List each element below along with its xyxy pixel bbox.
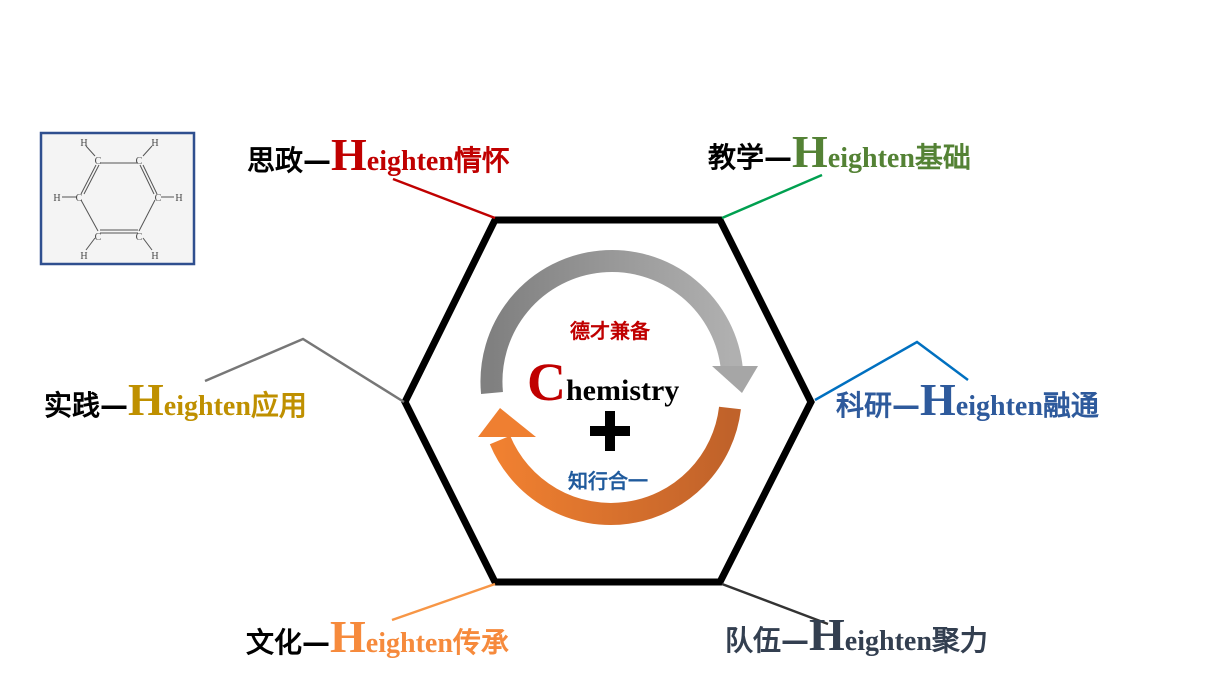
label-keyan: 科研—Heighten融通 xyxy=(836,374,1099,425)
label-h-rest: eighten xyxy=(367,146,455,177)
label-dash: — xyxy=(764,141,792,174)
chemistry-word: Chemistry xyxy=(527,352,679,412)
svg-text:H: H xyxy=(80,138,87,149)
label-h-rest: eighten xyxy=(828,143,916,174)
label-dash: — xyxy=(302,626,330,659)
svg-text:C: C xyxy=(95,232,102,243)
leader-line-shijian xyxy=(204,337,405,404)
label-h-rest: eighten xyxy=(956,391,1044,422)
leader-line-sizheng xyxy=(392,177,496,220)
label-prefix: 教学 xyxy=(708,141,764,174)
svg-text:C: C xyxy=(95,156,102,167)
label-h-rest: eighten xyxy=(845,626,933,657)
leader-line-duiwu xyxy=(721,582,829,626)
label-dash: — xyxy=(781,624,809,657)
cycle-arrow-top-icon xyxy=(480,249,758,395)
label-h-initial: H xyxy=(920,374,956,425)
motto-bottom: 知行合一 xyxy=(568,469,648,493)
label-dash: — xyxy=(100,389,128,422)
label-wenhua: 文化—Heighten传承 xyxy=(246,611,509,662)
svg-text:H: H xyxy=(53,193,60,204)
label-suffix: 传承 xyxy=(452,626,509,659)
label-prefix: 队伍 xyxy=(725,624,781,657)
svg-text:H: H xyxy=(80,251,87,262)
label-h-initial: H xyxy=(809,609,845,660)
label-suffix: 基础 xyxy=(915,141,971,174)
label-suffix: 情怀 xyxy=(454,144,510,177)
label-shijian: 实践—Heighten应用 xyxy=(44,374,307,425)
label-h-rest: eighten xyxy=(366,628,454,659)
plus-icon xyxy=(590,411,630,451)
label-prefix: 科研 xyxy=(836,389,892,422)
label-duiwu: 队伍—Heighten聚力 xyxy=(725,609,988,660)
leader-line-keyan xyxy=(814,340,969,402)
motto-top: 德才兼备 xyxy=(570,319,651,343)
svg-text:C: C xyxy=(155,193,162,204)
label-prefix: 文化 xyxy=(246,626,302,659)
label-dash: — xyxy=(303,144,331,177)
svg-text:C: C xyxy=(136,156,143,167)
svg-text:H: H xyxy=(175,193,182,204)
label-h-rest: eighten xyxy=(164,391,252,422)
label-h-initial: H xyxy=(330,611,366,662)
label-suffix: 聚力 xyxy=(931,624,988,657)
benzene-structure-image: C C C C C C H H H H H H xyxy=(39,131,196,266)
label-h-initial: H xyxy=(792,126,828,177)
label-h-initial: H xyxy=(331,129,367,180)
svg-text:H: H xyxy=(151,138,158,149)
label-prefix: 实践 xyxy=(44,389,100,422)
leader-line-jiaoxue xyxy=(721,173,823,220)
cycle-arrow-bottom-icon xyxy=(478,406,741,525)
svg-text:C: C xyxy=(76,193,83,204)
svg-text:C: C xyxy=(136,232,143,243)
label-prefix: 思政 xyxy=(247,144,303,177)
label-jiaoxue: 教学—Heighten基础 xyxy=(708,126,971,177)
label-suffix: 融通 xyxy=(1043,389,1099,422)
label-sizheng: 思政—Heighten情怀 xyxy=(247,129,510,180)
label-dash: — xyxy=(892,389,920,422)
label-suffix: 应用 xyxy=(251,389,307,422)
svg-text:H: H xyxy=(151,251,158,262)
leader-line-wenhua xyxy=(391,582,496,622)
label-h-initial: H xyxy=(128,374,164,425)
